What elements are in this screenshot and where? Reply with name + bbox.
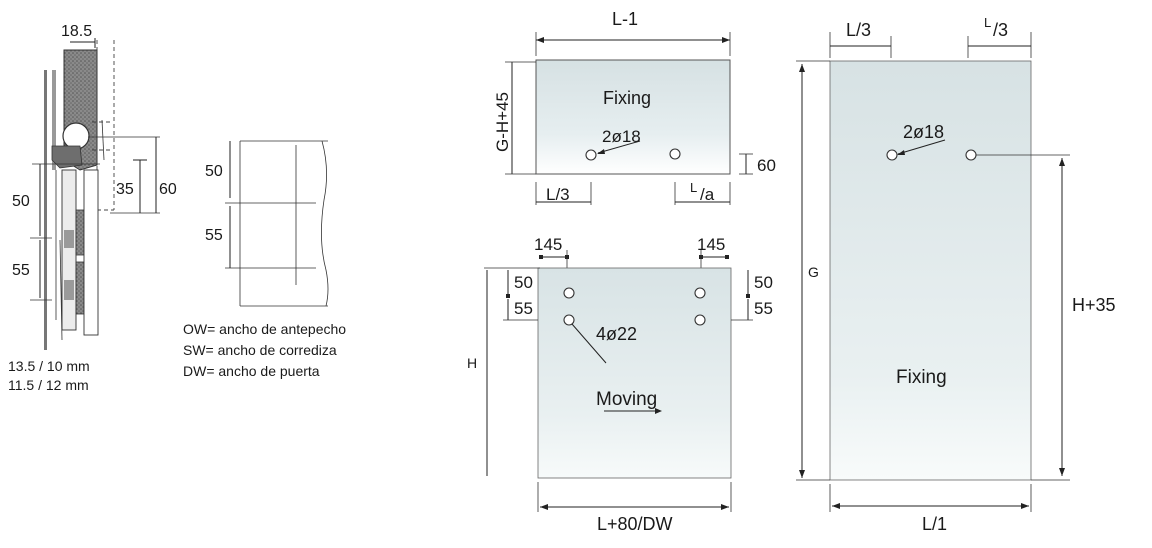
top-fixing-glass <box>535 59 731 175</box>
tall-fixing-hole-left <box>886 149 898 161</box>
tall-fixing-right-third-rest: /3 <box>993 20 1008 40</box>
moving-dim-145-right: 145 <box>697 235 725 254</box>
moving-hole-1 <box>563 287 575 299</box>
profile-dim-60: 60 <box>159 181 177 198</box>
section-detail: 50 55 <box>205 140 329 307</box>
profile-dim-top: 18.5 <box>61 23 92 40</box>
legend-dw: DW= ancho de puerta <box>183 363 320 379</box>
profile-section: 18.5 50 <box>8 23 177 393</box>
legend: OW= ancho de antepecho SW= ancho de corr… <box>183 321 346 379</box>
moving-glass <box>537 267 732 479</box>
moving-holes-label: 4ø22 <box>596 324 637 344</box>
top-fixing-right-frac-sup: L <box>690 180 697 195</box>
tall-fixing-width-label: L/1 <box>922 514 947 534</box>
tall-fixing-glass <box>829 60 1032 481</box>
section-dim-50: 50 <box>205 163 223 180</box>
tall-fixing-right-height-label: H+35 <box>1072 295 1116 315</box>
tall-fixing-hole-right <box>965 149 977 161</box>
moving-panel: 145 145 H 50 55 50 55 4ø22 Moving <box>467 235 773 534</box>
moving-dim-50-right: 50 <box>754 273 773 292</box>
top-fixing-title: Fixing <box>603 88 651 108</box>
top-fixing-hole-right <box>669 148 681 160</box>
top-fixing-hole-left <box>585 149 597 161</box>
tall-fixing-left-third: L/3 <box>846 20 871 40</box>
section-dim-55: 55 <box>205 227 223 244</box>
moving-width-label: L+80/DW <box>597 514 673 534</box>
moving-title: Moving <box>596 389 657 410</box>
legend-sw: SW= ancho de corrediza <box>183 342 337 358</box>
top-fixing-holes-label: 2ø18 <box>602 127 641 146</box>
profile-dim-50: 50 <box>12 193 30 210</box>
tall-fixing-title: Fixing <box>896 367 947 388</box>
moving-dim-55-right: 55 <box>754 299 773 318</box>
top-fixing-dim-60: 60 <box>757 156 776 175</box>
moving-dim-55-left: 55 <box>514 299 533 318</box>
moving-hole-2 <box>563 314 575 326</box>
profile-dim-55: 55 <box>12 262 30 279</box>
top-fixing-panel: L-1 G-H+45 Fixing 2ø18 60 L/3 L /a <box>493 9 776 205</box>
tall-fixing-panel: L/3 L /3 G 2ø18 H+35 Fixing L/1 <box>796 15 1116 534</box>
thickness-note-1: 13.5 / 10 mm <box>8 358 90 374</box>
top-fixing-right-frac-rest: /a <box>700 185 715 204</box>
legend-ow: OW= ancho de antepecho <box>183 321 346 337</box>
top-fixing-width-label: L-1 <box>612 9 638 29</box>
moving-dim-145-left: 145 <box>534 235 562 254</box>
tall-fixing-right-third-sup: L <box>984 15 991 30</box>
top-fixing-height-label: G-H+45 <box>493 92 512 152</box>
moving-hole-4 <box>694 314 706 326</box>
moving-hole-3 <box>694 287 706 299</box>
top-fixing-left-third: L/3 <box>546 185 570 204</box>
thickness-note-2: 11.5 / 12 mm <box>8 377 89 393</box>
profile-dim-35: 35 <box>116 181 134 198</box>
moving-height-label: H <box>467 355 477 371</box>
moving-dim-50-left: 50 <box>514 273 533 292</box>
tall-fixing-height-label: G <box>808 264 819 280</box>
tall-fixing-holes-label: 2ø18 <box>903 122 944 142</box>
